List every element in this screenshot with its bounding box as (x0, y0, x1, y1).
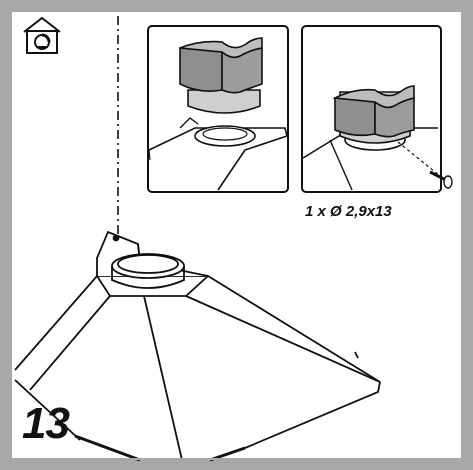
screw-spec-label: 1 x Ø 2,9x13 (305, 203, 392, 220)
hood-body (14, 230, 381, 462)
panel-border (10, 10, 463, 460)
detail-panel-left (147, 25, 289, 193)
recirculation-house-icon (23, 16, 61, 54)
detail-panel-right (301, 25, 453, 193)
step-number: 13 (22, 399, 70, 448)
